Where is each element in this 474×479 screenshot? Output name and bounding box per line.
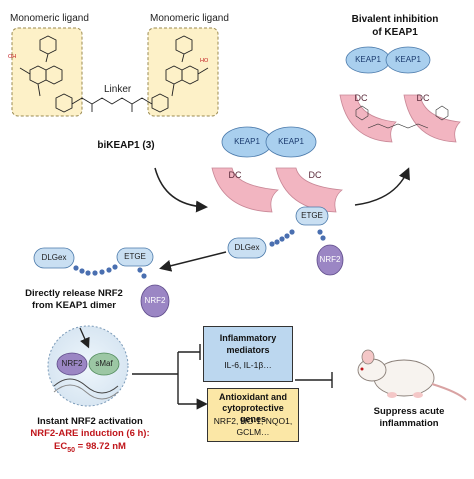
- ec50-value: = 98.72 nM: [75, 441, 126, 452]
- left-dlgex-label: DLGex: [41, 253, 67, 262]
- center-keap1-a: KEAP1: [234, 137, 260, 146]
- inflammatory-title-line1: Inflammatory: [219, 333, 277, 343]
- release-text-line1: Directly release NRF2: [25, 288, 123, 299]
- center-etge-label: ETGE: [301, 211, 323, 220]
- left-ligand-box: [11, 27, 83, 117]
- inhibition-to-mouse: [295, 372, 333, 388]
- center-dlgex-label: DLGex: [234, 243, 260, 252]
- inflammatory-mediators-box: Inflammatory mediators IL-6, IL-1β…: [203, 326, 293, 382]
- inflammatory-body: IL-6, IL-1β…: [224, 360, 272, 370]
- left-monomeric-ligand-label: Monomeric ligand: [10, 13, 89, 24]
- release-text-line2: from KEAP1 dimer: [32, 300, 116, 311]
- center-complex: [211, 126, 344, 276]
- antiox-title-line2: cytoprotective genes: [222, 403, 284, 424]
- right-monomeric-ligand-label: Monomeric ligand: [150, 13, 229, 24]
- mouse-illustration: [357, 349, 467, 401]
- chemical-structure: [19, 35, 209, 113]
- antiox-title-line1: Antioxidant and: [219, 392, 287, 402]
- ec50-subscript: 50: [67, 446, 76, 454]
- inflammatory-title-line2: mediators: [226, 345, 270, 355]
- bivalent-dc-a: DC: [354, 93, 368, 103]
- chem-atom-label: HO: [200, 58, 209, 64]
- ec50-prefix: EC: [54, 441, 68, 452]
- compound-label: biKEAP1 (3): [97, 140, 155, 151]
- antioxidant-genes-box: Antioxidant and cytoprotective genes NRF…: [207, 388, 299, 442]
- outcome-line2: inflammation: [379, 418, 439, 429]
- nucleus-nrf2-label: NRF2: [61, 359, 83, 368]
- center-dc-b: DC: [308, 170, 322, 180]
- bivalent-keap1-b: KEAP1: [395, 55, 421, 64]
- chem-atom-label: OH: [8, 54, 16, 60]
- ec50-label: EC50 = 98.72 nM: [4, 441, 176, 454]
- released-nrf2: [33, 247, 170, 318]
- center-nrf2-label: NRF2: [319, 255, 341, 264]
- left-etge-label: ETGE: [124, 252, 146, 261]
- outcome-line1: Suppress acute: [373, 406, 445, 417]
- antiox-body-line2: GCLM…: [236, 427, 270, 437]
- bivalent-complex: [339, 46, 461, 143]
- bivalent-keap1-a: KEAP1: [355, 55, 381, 64]
- nucleus: [47, 325, 129, 407]
- nucleus-arrow: [79, 327, 90, 349]
- left-nrf2-label: NRF2: [144, 296, 166, 305]
- bivalent-title-line2: of KEAP1: [372, 27, 418, 38]
- instant-activation-label: Instant NRF2 activation: [37, 416, 143, 427]
- induction-label: NRF2-ARE induction (6 h):: [30, 428, 150, 439]
- nucleus-smaf-label: sMaf: [95, 359, 113, 368]
- release-arrow: [159, 251, 227, 272]
- effect-bracket: [132, 344, 208, 410]
- curved-arrow-down: [154, 167, 208, 213]
- linker-label: Linker: [104, 84, 132, 95]
- bivalent-title-line1: Bivalent inhibition: [351, 14, 439, 25]
- antiox-body-line1: NRF2, HO-1, NQO1,: [213, 416, 293, 426]
- curved-arrow-up: [354, 167, 410, 206]
- center-keap1-b: KEAP1: [278, 137, 304, 146]
- center-dc-a: DC: [228, 170, 242, 180]
- right-ligand-box: [147, 27, 219, 117]
- bivalent-dc-b: DC: [416, 93, 430, 103]
